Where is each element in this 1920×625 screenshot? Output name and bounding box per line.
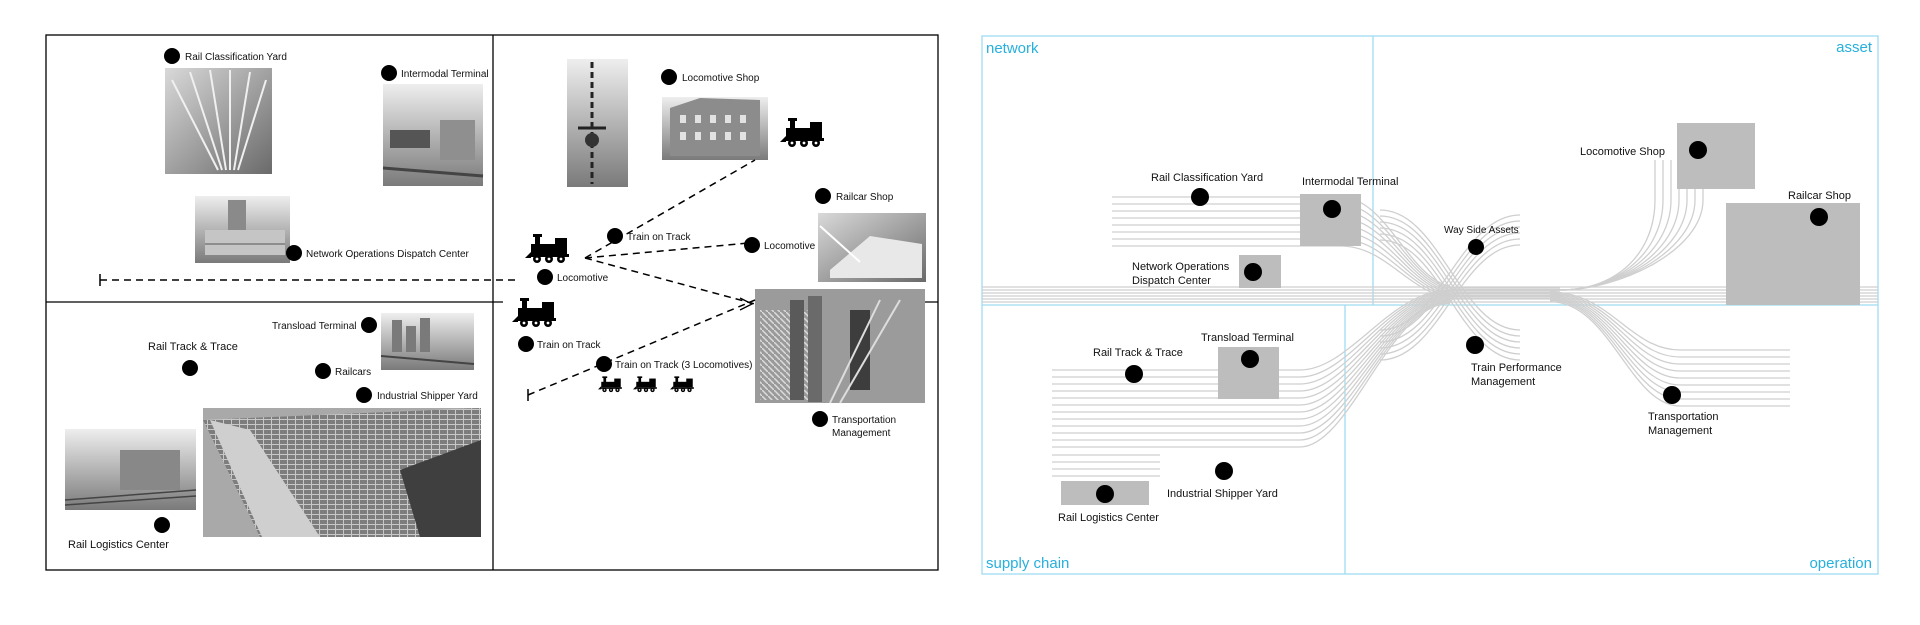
label-locomotive: Locomotive — [764, 241, 816, 252]
left-panel: Rail Classification Yard Intermodal Term… — [45, 34, 939, 571]
label-dispatch-center: Dispatch Center — [1132, 275, 1211, 287]
rail-track-line — [1379, 227, 1521, 349]
label-locomotive-shop: Locomotive Shop — [682, 73, 760, 84]
rail-track-line — [1379, 220, 1521, 337]
label-rail-track-trace: Rail Track & Trace — [1093, 347, 1183, 359]
label-rail-classification-yard: Rail Classification Yard — [1151, 172, 1263, 184]
label-rail-track-trace: Rail Track & Trace — [148, 341, 238, 353]
rail-track-line — [1112, 245, 1560, 300]
label-train-on-track: Train on Track — [627, 232, 692, 243]
rail-track-line — [1549, 294, 1790, 372]
rail-track-line — [1379, 214, 1521, 331]
rail-track-line — [1052, 298, 1451, 427]
label-railcars: Railcars — [335, 367, 371, 378]
rail-track-line — [1379, 226, 1521, 343]
connection-lines — [100, 159, 761, 396]
photo-transload-terminal — [380, 313, 475, 370]
photo-rail-classification-yard — [165, 68, 272, 174]
rail-track-line — [1052, 289, 1451, 371]
locomotive-icon — [598, 376, 622, 393]
locomotive-icon — [670, 376, 694, 393]
rail-track-line — [1052, 300, 1451, 434]
label-industrial-shipper-yard: Industrial Shipper Yard — [1167, 488, 1278, 500]
photo-network-operations — [195, 196, 290, 263]
locomotive-icon — [633, 376, 657, 393]
rail-track-line — [1379, 221, 1521, 343]
photo-locomotive-shop — [662, 97, 768, 160]
label-network-operations: Network Operations Dispatch Center — [306, 249, 470, 260]
right-panel: network asset supply chain operation — [981, 35, 1879, 575]
label-intermodal-terminal: Intermodal Terminal — [401, 69, 489, 80]
rail-track-line — [1549, 292, 1790, 358]
rail-track-line — [1379, 239, 1521, 361]
rail-track-line — [1052, 295, 1451, 406]
label-transportation-management: Management — [832, 428, 891, 439]
label-train-on-track: Train on Track — [537, 340, 602, 351]
rail-track-line — [1559, 160, 1688, 291]
label-way-side-assets: Way Side Assets — [1444, 225, 1519, 236]
rail-track-line — [1379, 209, 1521, 331]
label-rail-logistics-center: Rail Logistics Center — [1058, 512, 1159, 524]
label-railcar-shop: Railcar Shop — [1788, 190, 1851, 202]
rail-track-line — [1052, 292, 1451, 392]
label-industrial-shipper-yard: Industrial Shipper Yard — [377, 391, 478, 402]
rail-track-line — [1549, 293, 1790, 365]
rail-tracks — [982, 160, 1878, 477]
rail-track-line — [1559, 160, 1680, 291]
rail-track-line — [1379, 232, 1521, 349]
label-transload-terminal: Transload Terminal — [272, 321, 356, 332]
rail-track-line — [1549, 300, 1790, 407]
label-transportation-management: Management — [1648, 425, 1712, 437]
quadrant-network: network — [986, 40, 1039, 57]
photo-signal — [567, 59, 628, 187]
label-locomotive-shop: Locomotive Shop — [1580, 146, 1665, 158]
label-train-performance-management: Management — [1471, 376, 1535, 388]
rail-track-line — [1549, 297, 1790, 386]
photo-railcar-shop — [818, 213, 926, 282]
rail-track-line — [1559, 160, 1664, 291]
label-transportation-management: Transportation — [1648, 411, 1719, 423]
right-nodes — [1096, 141, 1828, 503]
locomotive-icon — [780, 118, 824, 147]
rail-track-line — [1549, 296, 1790, 379]
rail-track-line — [1052, 291, 1451, 385]
label-train-on-track-3-locomotives: Train on Track (3 Locomotives) — [615, 360, 752, 371]
photo-transportation-management — [755, 289, 925, 404]
label-train-performance-management: Train Performance — [1471, 362, 1562, 374]
rail-track-line — [1052, 290, 1451, 378]
label-intermodal-terminal: Intermodal Terminal — [1302, 176, 1398, 188]
photo-rail-logistics-center — [64, 429, 197, 510]
label-rail-classification-yard: Rail Classification Yard — [185, 52, 287, 63]
label-locomotive: Locomotive — [557, 273, 609, 284]
quadrant-operation: operation — [1809, 555, 1872, 572]
rail-track-line — [1379, 238, 1521, 355]
label-transportation-management: Transportation — [832, 415, 896, 426]
label-railcar-shop: Railcar Shop — [836, 192, 894, 203]
photo-intermodal-terminal — [382, 84, 484, 186]
locomotive-icon — [525, 234, 569, 263]
rail-track-line — [1052, 297, 1451, 420]
quadrant-asset: asset — [1836, 39, 1873, 56]
label-network-operations: Network Operations — [1132, 261, 1230, 273]
left-nodes — [154, 48, 831, 533]
rail-track-line — [1379, 215, 1521, 337]
rail-track-line — [1379, 233, 1521, 355]
rail-track-line — [1052, 294, 1451, 399]
label-rail-logistics-center: Rail Logistics Center — [68, 539, 169, 551]
locomotive-icon — [512, 298, 556, 327]
rail-track-line — [1559, 160, 1704, 291]
rail-track-line — [1379, 244, 1521, 361]
photo-industrial-shipper-yard — [203, 408, 481, 537]
label-transload-terminal: Transload Terminal — [1201, 332, 1294, 344]
quadrant-supply-chain: supply chain — [986, 555, 1069, 572]
rail-track-line — [1549, 291, 1790, 351]
